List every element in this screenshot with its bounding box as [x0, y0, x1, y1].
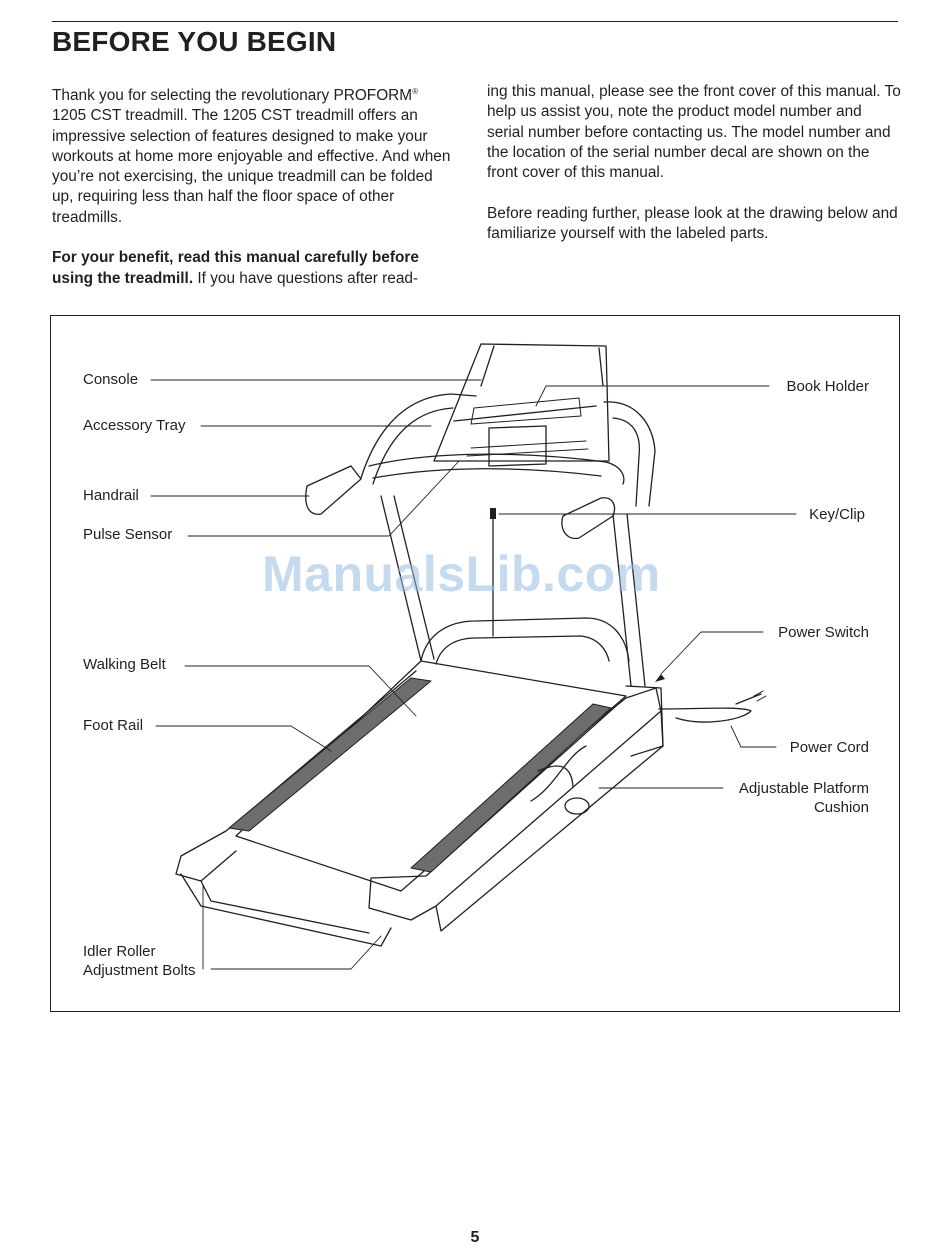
- label-walking-belt: Walking Belt: [83, 656, 166, 673]
- intro-paragraph-2-start: For your benefit, read this manual caref…: [52, 249, 419, 287]
- label-accessory-tray: Accessory Tray: [83, 417, 186, 434]
- page-number: 5: [470, 1229, 480, 1246]
- intro-paragraph-2-continued: ing this manual, please see the front co…: [487, 83, 901, 182]
- bold-warning: For your benefit, read this manual caref…: [52, 249, 419, 287]
- label-console: Console: [83, 371, 139, 388]
- label-adjustable-platform-cushion: Adjustable Platform Cushion: [738, 780, 869, 816]
- intro-right-column: ing this manual, please see the front co…: [487, 82, 901, 244]
- label-power-switch: Power Switch: [778, 624, 869, 641]
- label-key-clip: Key/Clip: [809, 506, 865, 523]
- registered-mark: ®: [412, 87, 419, 96]
- label-idler-roller: Idler Roller Adjustment Bolts: [83, 943, 196, 979]
- top-rule: [52, 21, 898, 22]
- page-title: BEFORE YOU BEGIN: [52, 26, 337, 57]
- intro-paragraph-1: Thank you for selecting the revolutionar…: [52, 87, 451, 226]
- treadmill-diagram: Console Accessory Tray Handrail Pulse Se…: [50, 315, 900, 1012]
- label-handrail: Handrail: [83, 487, 139, 504]
- treadmill-drawing: [150, 343, 797, 970]
- watermark: ManualsLib.com: [262, 546, 661, 602]
- label-foot-rail: Foot Rail: [83, 717, 144, 734]
- intro-left-column: Thank you for selecting the revolutionar…: [52, 82, 456, 289]
- label-power-cord: Power Cord: [789, 739, 869, 756]
- intro-paragraph-3: Before reading further, please look at t…: [487, 204, 898, 243]
- label-pulse-sensor: Pulse Sensor: [83, 526, 173, 543]
- label-book-holder: Book Holder: [786, 378, 869, 395]
